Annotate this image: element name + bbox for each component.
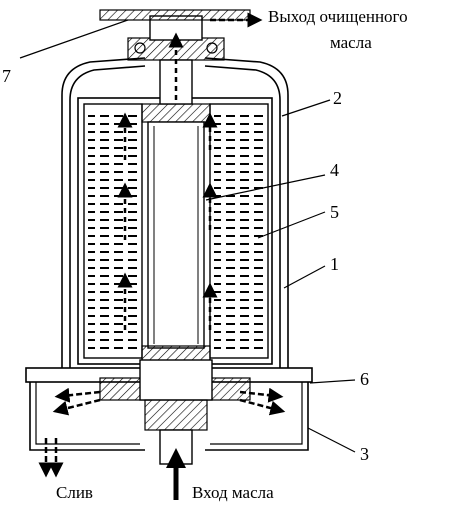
- leader-lines: [19, 19, 356, 453]
- label-5: 5: [330, 202, 339, 222]
- flow-arrows-filter: [117, 32, 218, 330]
- base-body: [25, 359, 313, 465]
- label-6: 6: [360, 369, 369, 389]
- caption-outlet-line1: Выход очищенного: [268, 7, 408, 26]
- label-2: 2: [333, 88, 342, 108]
- label-4: 4: [330, 160, 339, 180]
- outer-housing: [61, 57, 289, 368]
- caption-drain: Слив: [56, 483, 93, 502]
- inlet-arrow: [166, 448, 186, 500]
- flow-arrows-base: [38, 12, 286, 478]
- label-1: 1: [330, 254, 339, 274]
- label-3: 3: [360, 444, 369, 464]
- caption-outlet-line2: масла: [330, 33, 372, 52]
- central-tube: [141, 103, 211, 363]
- label-7: 7: [2, 66, 11, 86]
- caption-inlet: Вход масла: [192, 483, 274, 502]
